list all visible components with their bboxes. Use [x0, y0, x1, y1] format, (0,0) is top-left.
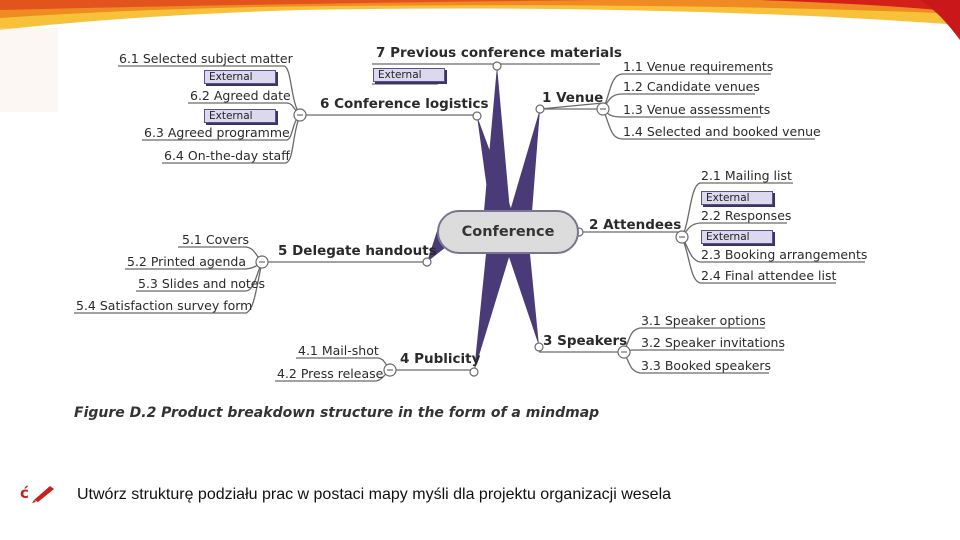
- item-5-4: 5.4 Satisfaction survey form: [76, 298, 253, 313]
- item-6-4: 6.4 On-the-day staff: [164, 148, 290, 163]
- item-2-1: 2.1 Mailing list: [701, 168, 792, 183]
- branch-2-label: 2 Attendees: [589, 217, 682, 233]
- central-spokes: [427, 66, 579, 372]
- pencil-bullet-icon: ć: [20, 484, 54, 503]
- item-3-3: 3.3 Booked speakers: [641, 358, 772, 373]
- branch-lines: [74, 63, 865, 382]
- figure-caption: Figure D.2 Product breakdown structure i…: [74, 405, 600, 421]
- external-tag: External: [373, 68, 445, 82]
- item-6-1: 6.1 Selected subject matter: [119, 51, 293, 66]
- branch-4-label: 4 Publicity: [400, 351, 481, 367]
- item-1-4: 1.4 Selected and booked venue: [623, 124, 821, 139]
- item-3-2: 3.2 Speaker invitations: [641, 335, 785, 350]
- svg-text:ć: ć: [20, 484, 29, 502]
- item-2-3: 2.3 Booking arrangements: [701, 247, 868, 262]
- branch-1-label: 1 Venue: [542, 90, 604, 106]
- spoke-4: [474, 254, 510, 372]
- item-1-3: 1.3 Venue assessments: [623, 102, 771, 117]
- spoke-6: [477, 116, 512, 211]
- external-tag: External: [701, 191, 773, 205]
- branch-6-label: 6 Conference logistics: [320, 96, 489, 112]
- item-1-1: 1.1 Venue requirements: [623, 59, 774, 74]
- spoke-3: [508, 254, 539, 346]
- external-tag: External: [204, 70, 276, 84]
- item-4-1: 4.1 Mail-shot: [298, 343, 379, 358]
- spoke-1: [510, 109, 540, 212]
- item-5-2: 5.2 Printed agenda: [127, 254, 247, 269]
- external-tag: External: [204, 109, 276, 123]
- branch-5-label: 5 Delegate handouts: [278, 243, 437, 259]
- central-node: Conference: [437, 210, 579, 254]
- item-6-3: 6.3 Agreed programme: [144, 125, 290, 140]
- item-3-1: 3.1 Speaker options: [641, 313, 766, 328]
- item-2-4: 2.4 Final attendee list: [701, 268, 837, 283]
- branch-3-label: 3 Speakers: [543, 333, 628, 349]
- task-instruction: Utwórz strukturę podziału prac w postaci…: [77, 486, 672, 503]
- item-2-2: 2.2 Responses: [701, 208, 792, 223]
- collapse-markers: [255, 102, 689, 377]
- item-5-1: 5.1 Covers: [182, 232, 249, 247]
- item-5-3: 5.3 Slides and notes: [138, 276, 266, 291]
- item-4-2: 4.2 Press release: [277, 366, 384, 381]
- item-6-2: 6.2 Agreed date: [190, 88, 291, 103]
- external-tag: External: [701, 230, 773, 244]
- branch-7-label: 7 Previous conference materials: [376, 45, 622, 61]
- item-1-2: 1.2 Candidate venues: [623, 79, 760, 94]
